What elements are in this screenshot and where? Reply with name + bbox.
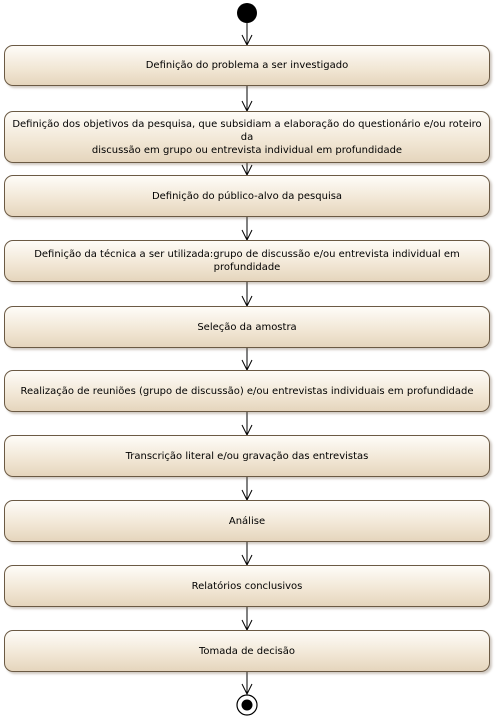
activity-node: Realização de reuniões (grupo de discuss… xyxy=(4,370,490,412)
final-node xyxy=(236,694,258,716)
activity-label: Definição do problema a ser investigado xyxy=(145,60,349,71)
initial-node xyxy=(237,3,257,23)
activity-label: Realização de reuniões (grupo de discuss… xyxy=(20,385,474,397)
activity-node: Definição do público-alvo da pesquisa xyxy=(4,175,490,217)
activity-label: Seleção da amostra xyxy=(197,321,297,333)
activity-node: Transcrição literal e/ou gravação das en… xyxy=(4,435,490,477)
activity-label: Relatórios conclusivos xyxy=(191,580,303,592)
activity-node: Relatórios conclusivos xyxy=(4,565,490,607)
activity-label: Tomada de decisão xyxy=(199,645,295,657)
activity-node: Análise xyxy=(4,500,490,542)
activity-label: Definição do público-alvo da pesquisa xyxy=(151,190,343,202)
activity-node: Seleção da amostra xyxy=(4,306,490,348)
activity-label: Definição dos objetivos da pesquisa, que… xyxy=(12,118,482,156)
activity-node: Definição da técnica a ser utilizada:gru… xyxy=(4,240,490,282)
activity-label: Definição da técnica a ser utilizada:gru… xyxy=(34,249,460,273)
activity-node: Definição do problema a ser investigado xyxy=(4,45,490,86)
arrowhead-icon xyxy=(241,683,253,696)
activity-label: Transcrição literal e/ou gravação das en… xyxy=(125,450,369,462)
activity-node: Tomada de decisão xyxy=(4,630,490,672)
activity-node: Definição dos objetivos da pesquisa, que… xyxy=(4,111,490,163)
activity-label: Análise xyxy=(228,515,266,527)
